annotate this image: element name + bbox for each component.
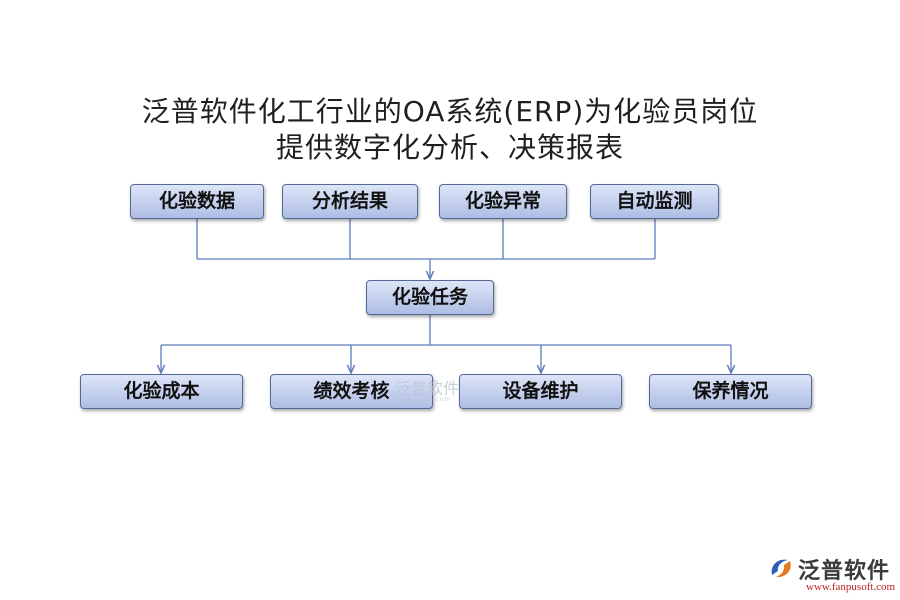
title-line-1: 泛普软件化工行业的OA系统(ERP)为化验员岗位 [141,95,759,128]
node-center: 化验任务 [366,280,494,315]
watermark-sub: fanpusoft.com [395,396,452,403]
node-output-4: 保养情况 [649,374,812,409]
watermark-text: 泛普软件 [395,379,460,398]
title-line-2: 提供数字化分析、决策报表 [275,131,624,164]
node-input-4: 自动监测 [590,184,719,219]
node-input-1: 化验数据 [130,184,264,219]
node-output-3: 设备维护 [459,374,622,409]
diagram-title: 泛普软件化工行业的OA系统(ERP)为化验员岗位 提供数字化分析、决策报表 [0,94,900,166]
watermark: 泛普软件 fanpusoft.com [395,375,459,403]
node-input-2: 分析结果 [282,184,418,219]
node-output-1: 化验成本 [80,374,243,409]
node-input-3: 化验异常 [439,184,567,219]
brand-url: www.fanpusoft.com [806,581,896,593]
node-output-2: 绩效考核 [270,374,433,409]
brand-name: 泛普软件 [798,559,891,584]
brand-swirl-icon [771,559,791,578]
brand-logo-block: 泛普软件 www.fanpusoft.com [768,553,896,597]
